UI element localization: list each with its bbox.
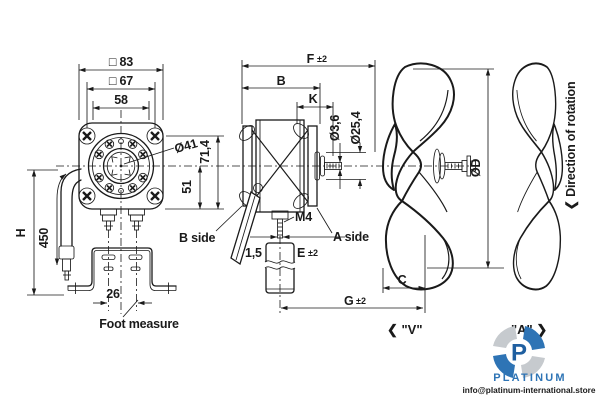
dim-g-label: G — [344, 294, 354, 308]
dim-k-label: K — [309, 92, 318, 106]
dim-26-label: 26 — [106, 287, 120, 301]
dim-f-tol: ±2 — [317, 54, 327, 64]
dim-h-label: H — [14, 228, 28, 237]
dim-outer-square-label: □ 83 — [109, 55, 133, 69]
brand-name: PLATINUM — [493, 372, 567, 384]
dim-b-label: B — [277, 74, 286, 88]
dim-c-label: C — [398, 273, 407, 287]
power-cable — [58, 168, 82, 281]
labels: □ 83 □ 67 58 Ø41 71,4 51 H 450 26 Foot m… — [14, 52, 579, 338]
centerlines — [56, 110, 478, 316]
thread-m4-label: M4 — [295, 210, 312, 224]
shaft-center-marks — [111, 156, 131, 176]
dim-450-label: 450 — [37, 228, 51, 249]
dim-71-4-label: 71,4 — [198, 140, 212, 164]
dim-fan-dia-label: ØD — [469, 159, 483, 178]
dim-51-label: 51 — [180, 180, 194, 194]
foot-measure-label: Foot measure — [99, 317, 179, 331]
dim-f-label: F — [307, 52, 315, 66]
a-side-label: A side — [333, 230, 369, 244]
mounting-stud — [271, 210, 289, 239]
front-view — [58, 122, 177, 294]
dim-1-5-label: 1,5 — [245, 246, 262, 260]
dim-e-label: E — [297, 246, 305, 260]
platinum-logo: P PLATINUM info@platinum-international.s… — [462, 326, 596, 395]
v-type-label: ❮ "V" — [387, 322, 423, 338]
dim-bolt-square-label: □ 67 — [109, 74, 133, 88]
dim-hub-dia-label: Ø41 — [173, 136, 199, 156]
dim-shaft-dia-label: Ø3,6 — [328, 115, 342, 142]
logo-letter: P — [511, 340, 527, 367]
dim-e-tol: ±2 — [308, 248, 318, 258]
fan-blade-v — [382, 62, 455, 291]
dim-g-tol: ±2 — [356, 296, 366, 306]
dimensions — [27, 60, 504, 318]
dim-boss-dia-label: Ø25,4 — [349, 111, 363, 144]
logo-mark: P — [493, 326, 545, 378]
terminal — [100, 208, 145, 231]
fan-blade-a — [512, 62, 564, 291]
brand-email: info@platinum-international.store — [462, 385, 595, 395]
foot-bracket — [67, 247, 177, 294]
corner-hole — [78, 127, 164, 205]
b-side-label: B side — [179, 231, 216, 245]
rotation-direction-label: ❮ Direction of rotation — [564, 82, 579, 211]
dim-58-label: 58 — [114, 93, 128, 107]
side-view — [230, 119, 342, 294]
